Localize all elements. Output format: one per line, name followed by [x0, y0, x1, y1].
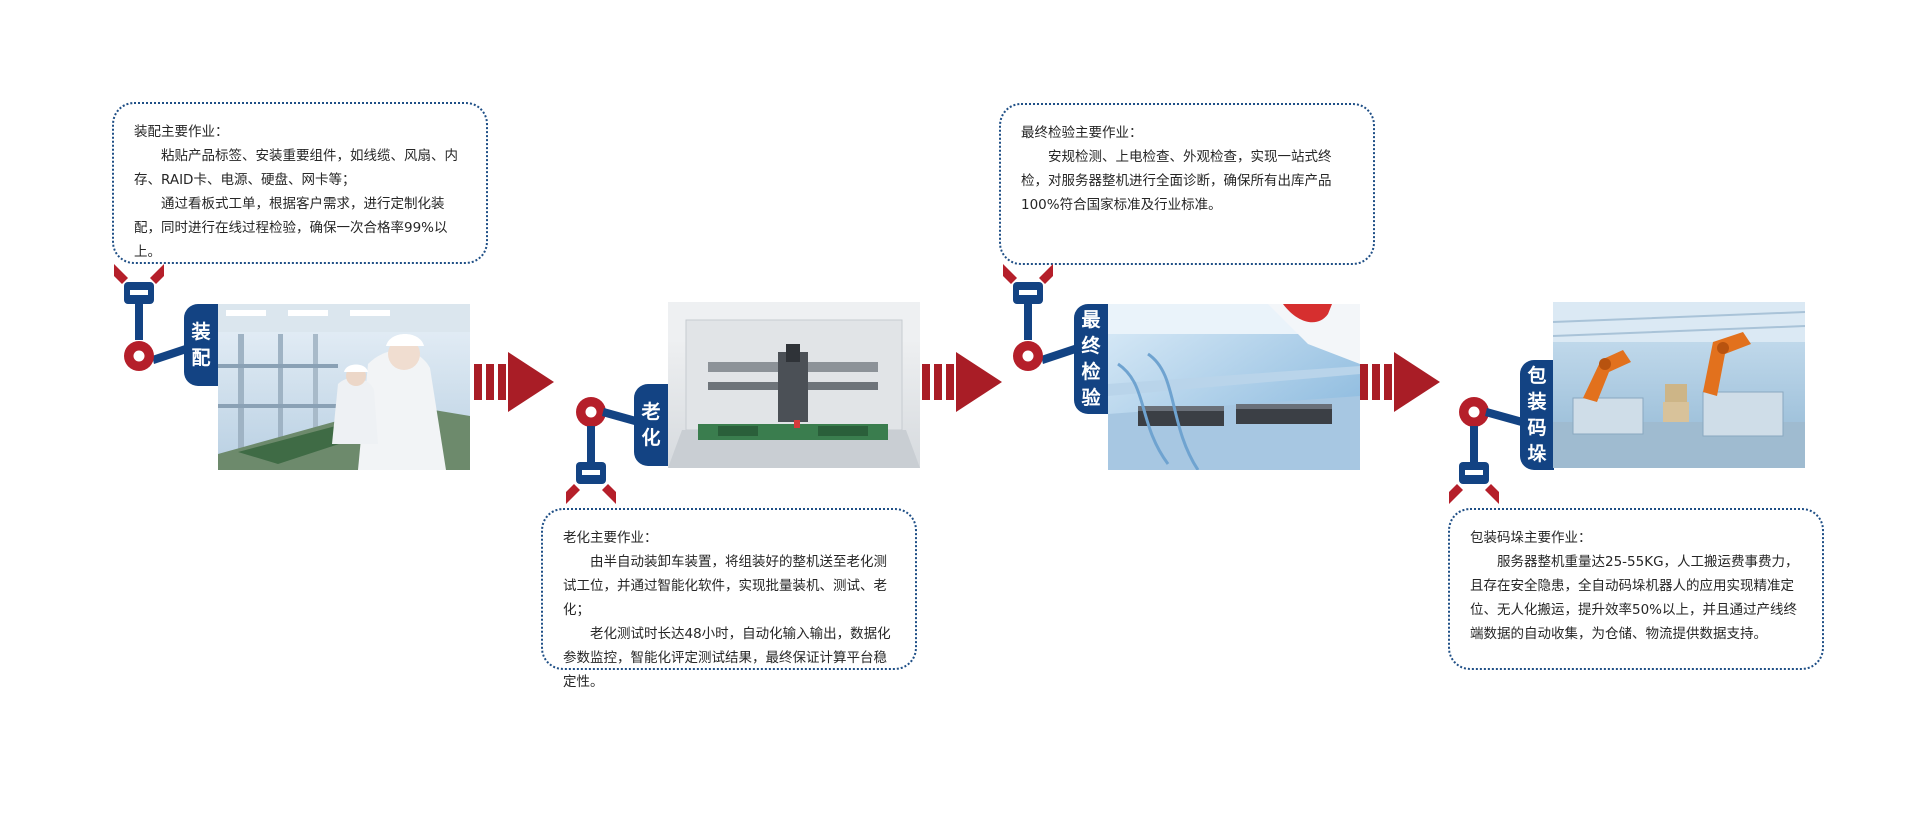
step-1-description: 装配主要作业： 粘贴产品标签、安装重要组件，如线缆、风扇、内存、RAID卡、电源…	[112, 102, 488, 264]
step-2-description: 老化主要作业： 由半自动装卸车装置，将组装好的整机送至老化测试工位，并通过智能化…	[541, 508, 917, 690]
step-2-label-char: 化	[641, 427, 661, 449]
step-1-label-char: 配	[191, 347, 211, 369]
flow-arrow-1	[474, 352, 554, 412]
step-4-label-char: 码	[1527, 417, 1547, 439]
step-3-label-char: 终	[1081, 335, 1101, 357]
step-4-label-char: 装	[1527, 391, 1547, 413]
step-3-desc-line-1: 安规检测、上电检查、外观检查，实现一站式终检，对服务器整机进行全面诊断，确保所有…	[1021, 149, 1332, 213]
step-1-desc-line-1: 粘贴产品标签、安装重要组件，如线缆、风扇、内存、RAID卡、电源、硬盘、网卡等；	[134, 148, 458, 188]
flow-arrow-3	[1360, 352, 1440, 412]
step-3-label-char: 验	[1081, 387, 1101, 409]
step-4-label-char: 垛	[1527, 443, 1547, 465]
step-4-photo-palletizing-robot	[1553, 302, 1805, 468]
step-3-description: 最终检验主要作业： 安规检测、上电检查、外观检查，实现一站式终检，对服务器整机进…	[999, 103, 1375, 265]
step-4-description: 包装码垛主要作业： 服务器整机重量达25-55KG，人工搬运费事费力，且存在安全…	[1448, 508, 1824, 670]
step-1-label-char: 装	[191, 321, 211, 343]
step-2-photo-aging-machine	[668, 302, 920, 468]
step-4-label-char: 包	[1527, 365, 1547, 387]
step-1-desc-title: 装配主要作业：	[134, 124, 229, 140]
step-4-label: 包 装 码 垛	[1520, 360, 1554, 470]
step-1-photo-assembly-line	[218, 304, 470, 470]
step-2-label-char: 老	[641, 401, 661, 423]
step-2-label: 老 化	[634, 384, 668, 466]
step-3-photo-inspection-line	[1108, 304, 1360, 470]
step-2-desc-line-2: 老化测试时长达48小时，自动化输入输出，数据化参数监控，智能化评定测试结果，最终…	[563, 626, 891, 690]
step-3-label: 最 终 检 验	[1074, 304, 1108, 414]
step-2-desc-title: 老化主要作业：	[563, 530, 658, 546]
step-4-desc-title: 包装码垛主要作业：	[1470, 530, 1592, 546]
flow-arrow-2	[922, 352, 1002, 412]
step-1-label: 装 配	[184, 304, 218, 386]
step-3-desc-title: 最终检验主要作业：	[1021, 125, 1143, 141]
step-3-label-char: 最	[1081, 309, 1101, 331]
step-3-label-char: 检	[1081, 361, 1101, 383]
step-4-desc-line-1: 服务器整机重量达25-55KG，人工搬运费事费力，且存在安全隐患，全自动码垛机器…	[1470, 554, 1799, 642]
step-2-desc-line-1: 由半自动装卸车装置，将组装好的整机送至老化测试工位，并通过智能化软件，实现批量装…	[563, 554, 887, 618]
step-1-desc-line-2: 通过看板式工单，根据客户需求，进行定制化装配，同时进行在线过程检验，确保一次合格…	[134, 196, 448, 260]
